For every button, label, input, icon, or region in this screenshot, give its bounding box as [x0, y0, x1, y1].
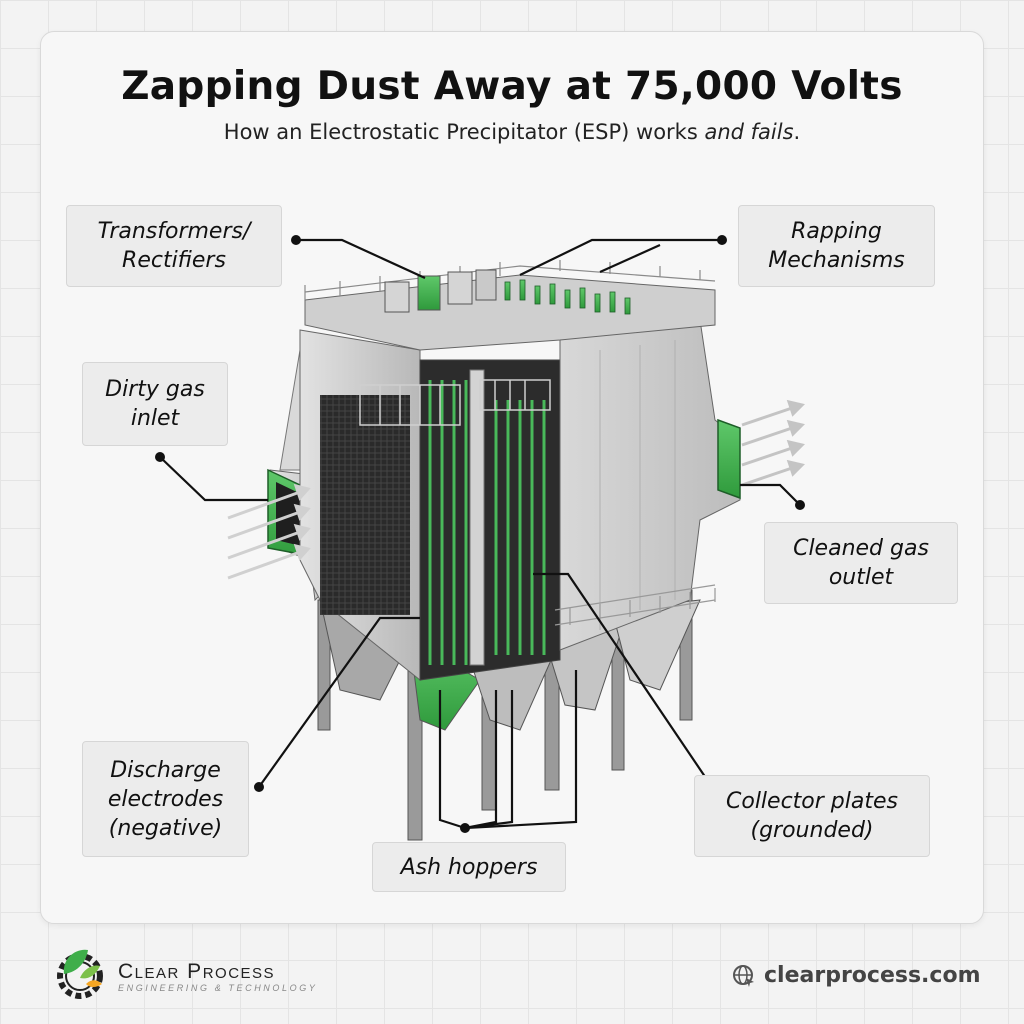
rapping-units	[504, 279, 631, 315]
website-text: clearprocess.com	[764, 963, 981, 988]
brand-tagline: ENGINEERING & TECHNOLOGY	[118, 983, 318, 993]
label-collector-plates: Collector plates(grounded)	[694, 775, 930, 857]
page-title: Zapping Dust Away at 75,000 Volts	[121, 64, 903, 109]
leader-hopper-4	[464, 670, 578, 830]
leader-inlet	[159, 456, 268, 502]
right-panels	[599, 340, 676, 630]
electrode-frame	[359, 379, 551, 426]
website-link[interactable]: clearprocess.com	[732, 963, 981, 988]
brand-name: Clear Process	[118, 960, 276, 983]
page-subtitle: How an Electrostatic Precipitator (ESP) …	[223, 120, 801, 144]
collector-plates-green	[428, 380, 546, 665]
gear-leaf-logo-icon	[57, 949, 103, 999]
main-casing-right	[559, 319, 741, 651]
leader-hopper-3	[464, 690, 514, 830]
leader-rapping	[519, 238, 722, 276]
side-walkway	[554, 584, 716, 626]
leader-rapping-branch	[599, 243, 661, 274]
leader-outlet	[740, 483, 801, 506]
transformer-units	[384, 269, 497, 313]
label-transformers: Transformers/Rectifiers	[66, 205, 282, 287]
inlet-arrows	[227, 483, 311, 580]
leader-transformers	[296, 238, 426, 280]
globe-cursor-icon	[733, 964, 754, 987]
outlet-arrows	[741, 399, 805, 487]
leader-lines	[159, 238, 801, 830]
label-ash-hoppers: Ash hoppers	[372, 842, 566, 892]
leader-collector	[533, 572, 715, 791]
leader-discharge	[258, 616, 420, 788]
outlet-flange	[717, 418, 741, 500]
leader-hopper-1	[438, 690, 466, 830]
